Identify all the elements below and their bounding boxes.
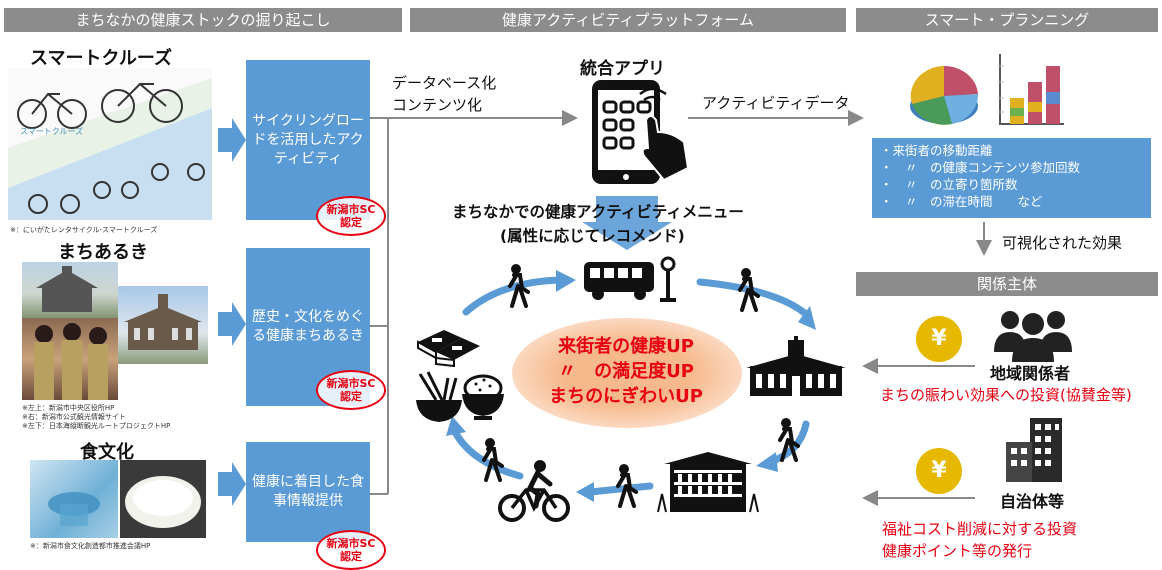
rice-bowl-icon bbox=[462, 374, 504, 420]
walker-icon bbox=[616, 464, 638, 508]
government-investment-label: 福祉コスト削減に対する投資 bbox=[882, 520, 1078, 538]
stamp-line: 認定 bbox=[340, 216, 362, 229]
header-stock: まちなかの健康ストックの掘り起こし bbox=[4, 8, 402, 32]
section-title-machiaruki: まちあるき bbox=[58, 242, 148, 263]
metric-item: ・ 〃 の健康コンテンツ参加回数 bbox=[880, 160, 1081, 175]
stamp-line: 新潟市SC bbox=[326, 377, 376, 390]
photo-caption: スマートクルーズ bbox=[20, 127, 84, 136]
activity-box-food: 健康に着目した食事情報提供 bbox=[246, 442, 370, 542]
header-stakeholders: 関係主体 bbox=[856, 272, 1158, 296]
walker-icon bbox=[778, 418, 800, 462]
cyclist-icon bbox=[498, 460, 570, 522]
yen-coin-icon: ¥ bbox=[916, 316, 962, 362]
stamp-line: 認定 bbox=[340, 390, 362, 403]
sc-certified-stamp: 新潟市SC 認定 bbox=[316, 196, 386, 236]
historic-building-icon bbox=[746, 336, 846, 396]
sushi-icon bbox=[417, 330, 480, 368]
townscape-photo bbox=[22, 262, 118, 320]
database-label: データベース化 bbox=[392, 74, 497, 92]
section-title-smartcruise: スマートクルーズ bbox=[30, 48, 173, 69]
source-note: ※左上：新潟市中央区役所HP bbox=[22, 404, 115, 412]
stamp-line: 認定 bbox=[340, 550, 362, 563]
stamp-line: 新潟市SC bbox=[326, 203, 376, 216]
health-points-label: 健康ポイント等の発行 bbox=[882, 542, 1033, 560]
people-group-icon bbox=[994, 311, 1072, 362]
app-title: 統合アプリ bbox=[580, 59, 665, 79]
government-building-icon bbox=[1006, 418, 1062, 482]
noodle-bowl-icon bbox=[416, 371, 462, 422]
metric-item: ・ 〃 の滞在時間 など bbox=[880, 194, 1043, 209]
walker-icon bbox=[482, 438, 504, 482]
section-title-food: 食文化 bbox=[80, 442, 134, 463]
sc-certified-stamp: 新潟市SC 認定 bbox=[316, 370, 386, 410]
local-stakeholders-label: 地域関係者 bbox=[990, 364, 1071, 383]
source-note: ※右：新潟市公式観光情報サイト bbox=[22, 413, 126, 421]
menu-subtitle: (属性に応じてレコメンド) bbox=[500, 227, 685, 245]
activity-data-label: アクティビティデータ bbox=[702, 94, 850, 112]
health-up-text: 来街者の健康UP 〃 の満足度UP まちのにぎわいUP bbox=[518, 334, 734, 409]
yen-coin-icon: ¥ bbox=[916, 448, 962, 494]
source-note: ※左下：日本海縦断観光ルートプロジェクトHP bbox=[22, 422, 171, 430]
metric-item: ・来街者の移動距離 bbox=[880, 143, 993, 158]
local-investment-label: まちの賑わい効果への投資(協賛金等) bbox=[880, 386, 1132, 404]
ryotei-building-icon bbox=[657, 452, 759, 513]
smartphone-app-icon bbox=[592, 80, 690, 184]
contents-label: コンテンツ化 bbox=[392, 96, 483, 114]
rice-photo bbox=[120, 460, 206, 538]
activity-box-cycling: サイクリングロードを活用したアクティビティ bbox=[246, 60, 370, 220]
pie-chart-icon bbox=[910, 65, 979, 125]
bus-icon bbox=[584, 256, 676, 302]
source-note: ※：新潟市食文化創造都市推進会議HP bbox=[30, 542, 151, 550]
menu-title: まちなかでの健康アクティビティメニュー bbox=[452, 203, 744, 221]
walker-icon bbox=[738, 268, 760, 312]
metrics-box: ・来街者の移動距離 ・ 〃 の健康コンテンツ参加回数 ・ 〃 の立寄り箇所数 ・… bbox=[872, 138, 1151, 218]
header-planning: スマート・プランニング bbox=[856, 8, 1158, 32]
header-platform: 健康アクティビティプラットフォーム bbox=[410, 8, 846, 32]
stamp-line: 新潟市SC bbox=[326, 537, 376, 550]
metric-item: ・ 〃 の立寄り箇所数 bbox=[880, 177, 1018, 192]
bar-chart-icon bbox=[998, 54, 1064, 125]
geisha-photo bbox=[22, 318, 118, 400]
center-glow bbox=[512, 318, 742, 428]
visualized-effect-label: 可視化された効果 bbox=[1002, 234, 1123, 252]
government-label: 自治体等 bbox=[1000, 492, 1065, 511]
building-photo bbox=[118, 286, 208, 364]
center-line: 〃 の満足度UP bbox=[558, 361, 694, 382]
walker-icon bbox=[508, 264, 530, 308]
center-line: まちのにぎわいUP bbox=[549, 386, 703, 407]
sc-certified-stamp: 新潟市SC 認定 bbox=[316, 530, 386, 570]
bicycle-photo: スマートクルーズ bbox=[8, 68, 212, 220]
center-line: 来街者の健康UP bbox=[558, 336, 694, 357]
drink-photo bbox=[30, 460, 118, 538]
source-note: ※：にいがたレンタサイクル-スマートクルーズ bbox=[10, 226, 158, 234]
